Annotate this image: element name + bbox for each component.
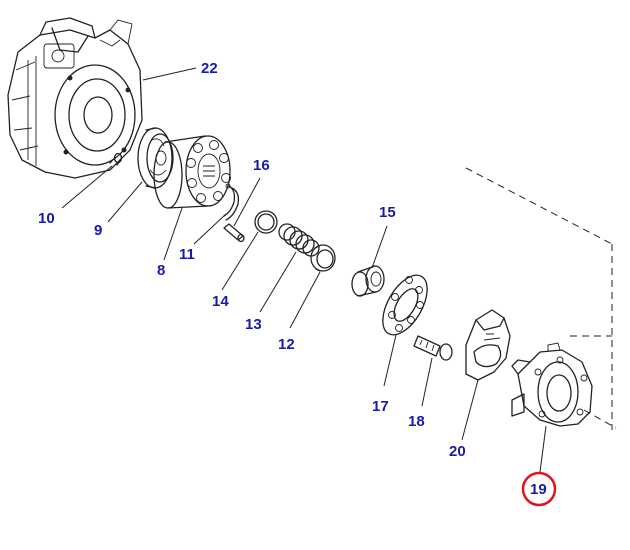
callout-18[interactable]: 18	[408, 413, 425, 430]
leader-8	[163, 207, 183, 261]
spring-drawing[interactable]	[278, 223, 320, 257]
leader-11	[193, 213, 227, 245]
dashed-outline	[465, 167, 617, 430]
highlight-ring	[521, 471, 557, 507]
callout-9[interactable]: 9	[94, 222, 103, 239]
callout-15[interactable]: 15	[379, 204, 396, 221]
retainer-ring-drawing[interactable]	[254, 210, 278, 234]
leader-18	[421, 357, 433, 407]
shoe-plate-drawing[interactable]	[374, 268, 436, 342]
end-housing-drawing[interactable]	[511, 342, 593, 427]
callout-17[interactable]: 17	[372, 398, 389, 415]
leader-22	[142, 67, 197, 81]
callout-22[interactable]: 22	[201, 60, 218, 77]
leader-19	[539, 425, 547, 473]
leader-12	[289, 271, 321, 329]
callout-12[interactable]: 12	[278, 336, 295, 353]
leader-14	[221, 231, 259, 291]
leader-15	[371, 225, 388, 269]
plug-drawing[interactable]	[413, 335, 453, 361]
leader-17	[383, 334, 397, 387]
leader-9	[107, 181, 143, 223]
callout-10[interactable]: 10	[38, 210, 55, 227]
spring-pin-drawing[interactable]	[223, 223, 245, 243]
callout-20[interactable]: 20	[449, 443, 466, 460]
bearing-drawing[interactable]	[351, 265, 385, 297]
callout-19[interactable]: 19	[530, 481, 547, 498]
pin-drawing[interactable]	[109, 152, 123, 166]
collar-drawing[interactable]	[310, 244, 336, 272]
leader-20	[461, 379, 479, 441]
cylinder-block-drawing[interactable]	[153, 135, 231, 209]
callout-16[interactable]: 16	[253, 157, 270, 174]
leader-10	[61, 165, 113, 209]
swash-plate-drawing[interactable]	[465, 309, 511, 381]
callout-8[interactable]: 8	[157, 262, 166, 279]
callout-11[interactable]: 11	[179, 246, 195, 263]
leader-13	[259, 251, 297, 313]
snap-ring-drawing[interactable]	[223, 183, 240, 221]
leader-16	[233, 177, 261, 227]
pump-housing-drawing[interactable]	[7, 17, 143, 179]
callout-13[interactable]: 13	[245, 316, 262, 333]
callout-14[interactable]: 14	[212, 293, 229, 310]
